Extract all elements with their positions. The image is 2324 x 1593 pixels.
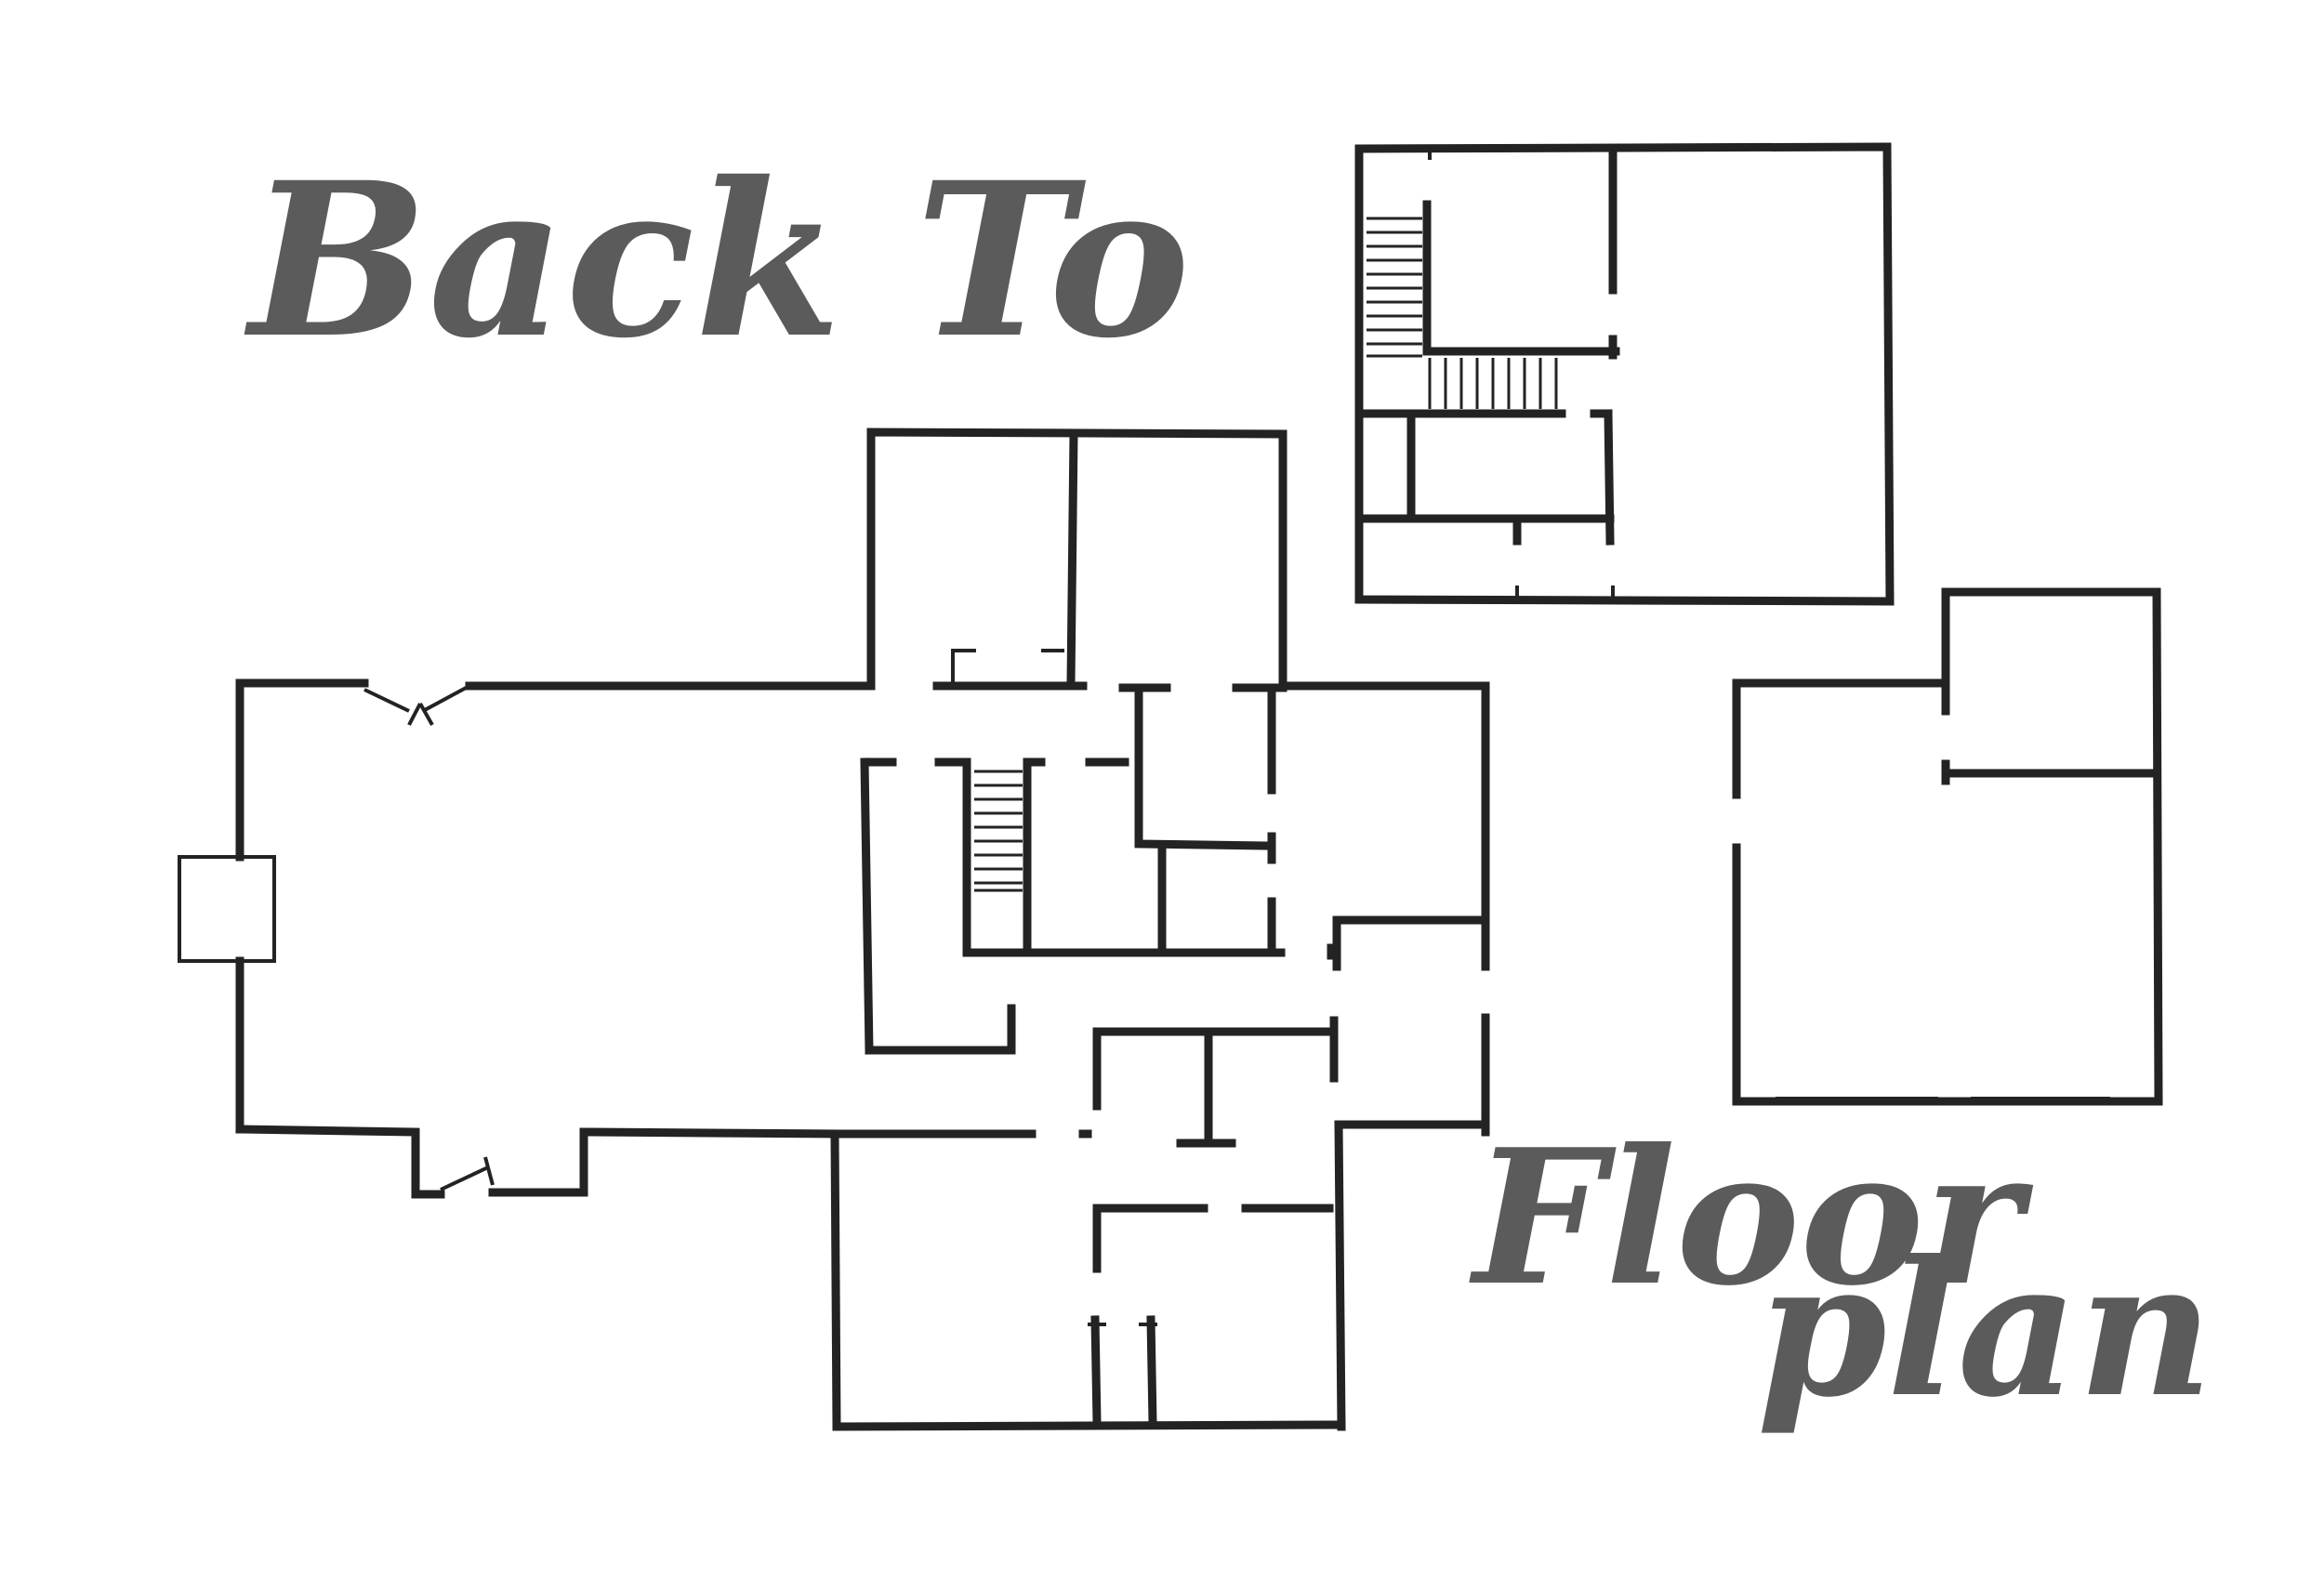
inner-room-wall (1134, 683, 1274, 850)
annex-west-wall (830, 1129, 841, 1431)
chimney (178, 855, 276, 963)
annex-wall (1146, 1315, 1157, 1427)
upper-outline (1354, 142, 1895, 606)
annex-east-wall (1334, 1120, 1346, 1431)
door-swing (418, 703, 434, 726)
door-swing (407, 703, 422, 726)
door-swing (422, 684, 470, 713)
door-swing (440, 1165, 489, 1191)
plan-label[interactable]: plan (1757, 1220, 2213, 1439)
east-closet-wall (1332, 915, 1487, 971)
back-to-label[interactable]: Back To (244, 136, 1190, 385)
vestibule-wall (951, 649, 976, 683)
outbuilding-outline (1732, 678, 1950, 799)
hall-west-wall (860, 757, 874, 1055)
hall-south-wall (865, 1004, 1016, 1055)
upper-stairs (1367, 217, 1558, 409)
outbuilding-outline (1732, 587, 2163, 1106)
upper-wall (1422, 200, 1620, 356)
south-wall (235, 1125, 445, 1199)
door-swing (363, 688, 410, 713)
main-house-plan (178, 428, 1490, 1431)
door-swing (483, 1156, 495, 1186)
annex-north-wall (1092, 1027, 1334, 1111)
south-porch-wall (488, 1127, 841, 1197)
outbuilding-plan (1732, 587, 2163, 1106)
annex-wall (1090, 1315, 1102, 1427)
back-to-floorplan-link[interactable]: Back To Floor plan (244, 136, 2213, 1439)
annex-south-wall (832, 1420, 1346, 1431)
floor-label[interactable]: Floor (1469, 1109, 2034, 1327)
upper-floor-plan (1354, 142, 1895, 606)
main-stairs (934, 757, 1046, 957)
top-wing-divider (1066, 429, 1078, 688)
